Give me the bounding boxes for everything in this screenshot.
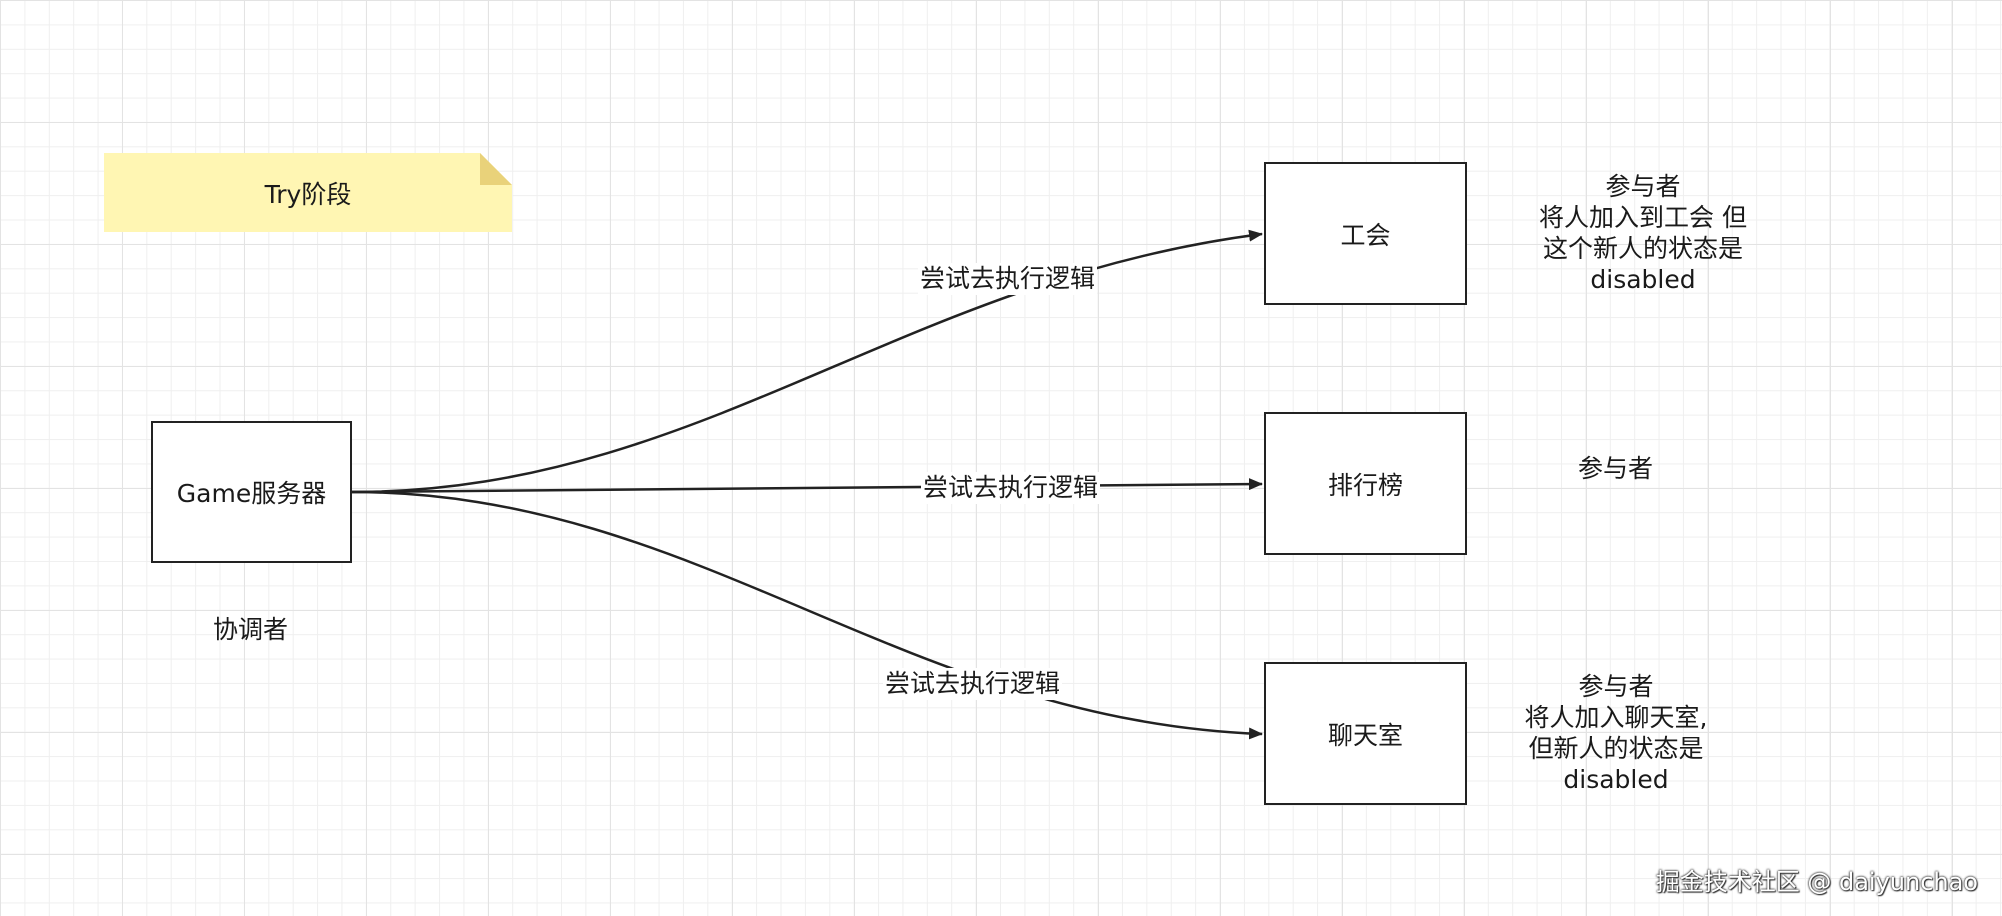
note-text: Try阶段 — [264, 179, 352, 209]
node-game-server[interactable]: Game服务器 — [151, 421, 352, 563]
chatroom-role-line-2: 将人加入聊天室, — [1524, 703, 1708, 732]
edge-label-guild: 尝试去执行逻辑 — [918, 263, 1098, 295]
guild-role-line-4: disabled — [1590, 265, 1696, 294]
node-guild-label: 工会 — [1340, 220, 1391, 250]
watermark: 掘金技术社区 @ daiyunchao — [1655, 868, 1978, 896]
node-leaderboard-label: 排行榜 — [1327, 470, 1403, 500]
guild-role-label: 参与者 将人加入到工会 但 这个新人的状态是 disabled — [1510, 171, 1776, 295]
guild-role-line-3: 这个新人的状态是 — [1542, 234, 1743, 263]
chatroom-role-line-3: 但新人的状态是 — [1528, 734, 1704, 763]
chatroom-role-label: 参与者 将人加入聊天室, 但新人的状态是 disabled — [1483, 671, 1749, 795]
edge-to-guild[interactable] — [351, 229, 1263, 494]
edge-to-leaderboard[interactable] — [351, 478, 1263, 494]
edge-label-chatroom: 尝试去执行逻辑 — [883, 668, 1063, 700]
guild-role-line-1: 参与者 — [1605, 172, 1681, 201]
node-chatroom[interactable]: 聊天室 — [1264, 662, 1467, 805]
edge-to-chatroom[interactable] — [351, 490, 1263, 740]
chatroom-role-line-4: disabled — [1563, 765, 1669, 794]
node-game-server-label: Game服务器 — [176, 479, 327, 508]
leaderboard-role-label: 参与者 — [1578, 454, 1654, 483]
node-leaderboard[interactable]: 排行榜 — [1264, 412, 1467, 555]
node-chatroom-label: 聊天室 — [1327, 720, 1403, 750]
edge-label-leaderboard: 尝试去执行逻辑 — [921, 472, 1101, 504]
coordinator-role-label: 协调者 — [213, 615, 289, 644]
try-phase-note[interactable]: Try阶段 — [104, 153, 512, 232]
guild-role-line-2: 将人加入到工会 但 — [1539, 203, 1747, 232]
node-guild[interactable]: 工会 — [1264, 162, 1467, 305]
chatroom-role-line-1: 参与者 — [1578, 672, 1654, 701]
